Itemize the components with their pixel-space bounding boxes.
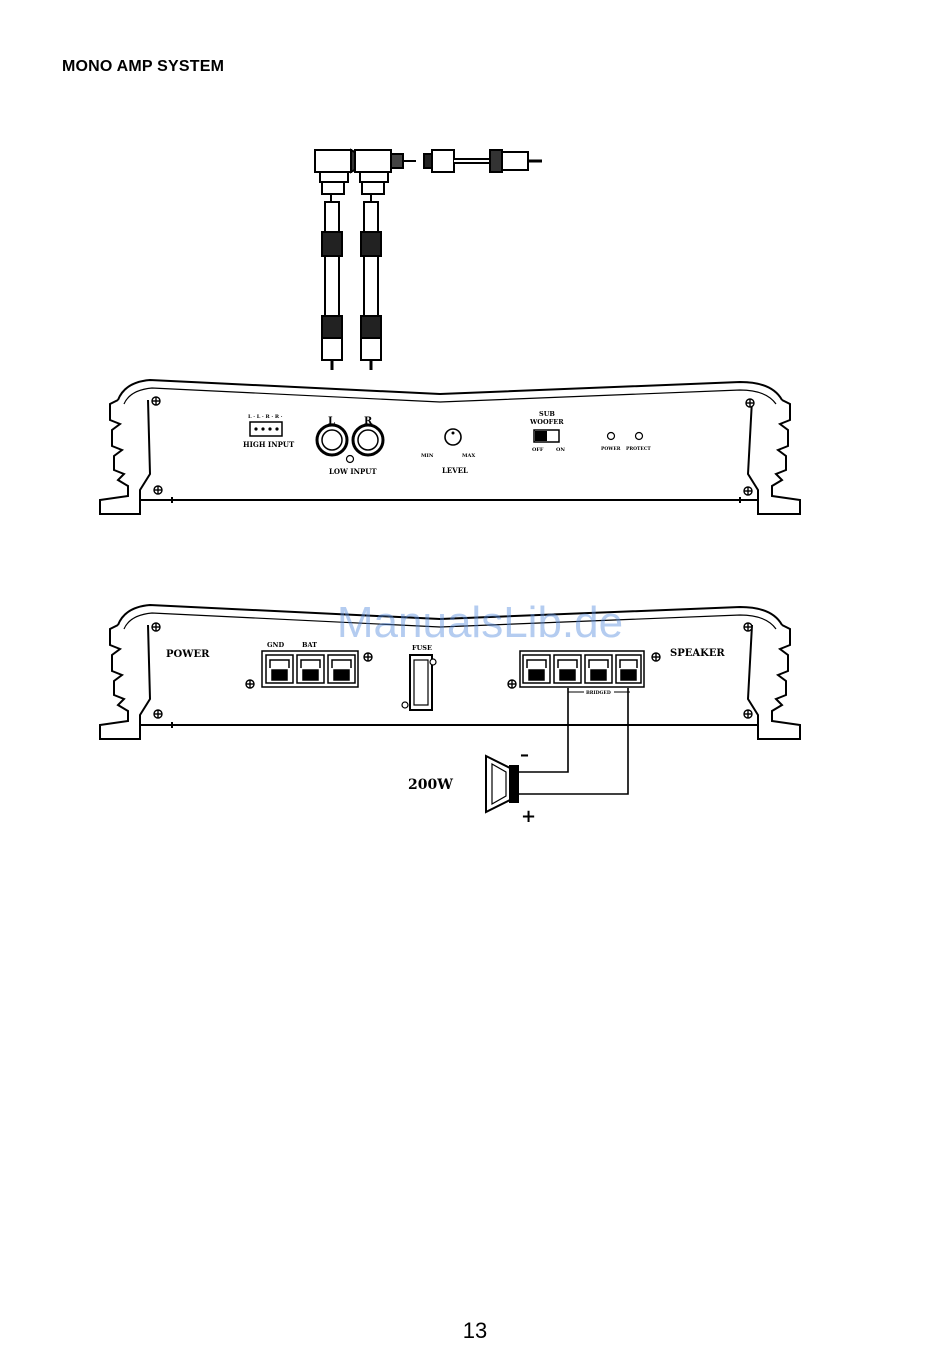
protect-led [636,433,643,440]
bridged-indicator: BRIDGED [568,690,630,696]
power-label: POWER [166,649,210,660]
screw-icon [152,397,160,405]
screw-icon [744,487,752,495]
screw-icon [154,710,162,718]
speaker-terminal-block [520,651,644,687]
rear-screws [152,623,752,718]
rca-cable-left [322,194,342,370]
rca-jack-left[interactable] [317,425,347,455]
level-min-label: MIN [421,453,434,459]
fuse-label: FUSE [412,644,432,652]
switch-off-label: OFF [532,447,544,453]
high-input-label: HIGH INPUT [243,440,295,449]
rca-y-adapter-cable [315,150,542,370]
gnd-label: GND [267,641,284,649]
rca-cable-right [361,194,381,370]
level-max-label: MAX [462,453,475,459]
screw-icon [746,399,754,407]
fuse-holder[interactable] [410,655,432,710]
high-input-connector: L · L · R · R · HIGH INPUT [243,414,295,449]
bridged-label: BRIDGED [586,690,611,696]
speaker-wattage-label: 200W [408,777,453,793]
rca-right-angle-plug-right [355,150,416,194]
power-led-label: POWER [601,446,621,452]
rca-inline-plug [424,150,542,172]
speaker-terminal-1[interactable] [523,655,550,683]
sub-woofer-label-line2: WOOFER [529,418,564,426]
amplifier-rear-housing [100,605,800,739]
level-label: LEVEL [442,466,468,475]
low-input-jacks: L R LOW INPUT [317,416,383,476]
screw-icon [402,702,408,708]
speaker-terminal-4[interactable] [616,655,641,683]
screw-icon [364,653,372,661]
bat-terminal[interactable] [297,655,324,683]
amplifier-front-panel: L · L · R · R · HIGH INPUT L R LOW INPUT [100,380,800,514]
sub-woofer-switch: SUB WOOFER OFF ON [529,410,565,453]
switch-on-label: ON [556,447,565,453]
speaker-terminal-3[interactable] [585,655,612,683]
amplifier-rear-panel: POWER GND BAT FUSE [100,605,800,739]
screw-icon [152,623,160,631]
screw-icon [154,486,162,494]
status-leds: POWER PROTECT [601,433,651,453]
screw-icon [246,680,254,688]
sub-woofer-toggle[interactable] [534,430,559,442]
level-knob[interactable] [445,429,461,445]
power-terminal-block [262,651,358,687]
screw-icon [508,680,516,688]
screw-icon [744,710,752,718]
bat-label: BAT [302,641,317,649]
screw-icon [430,659,436,665]
protect-led-label: PROTECT [626,446,651,452]
amplifier-front-housing [100,380,800,514]
level-control: MIN MAX LEVEL [421,429,475,475]
power-led [608,433,615,440]
speaker-wire-positive [518,688,628,794]
speaker-minus-label: – [520,744,529,765]
gnd-terminal[interactable] [266,655,293,683]
screw-icon [652,653,660,661]
low-input-label: LOW INPUT [329,467,377,476]
speaker-wires [518,688,628,794]
sub-woofer-label-line1: SUB [539,410,555,418]
low-input-indicator [347,456,354,463]
speaker-plus-label: + [521,806,536,827]
speaker-icon [486,756,518,812]
screw-icon [744,623,752,631]
speaker-terminal-2[interactable] [554,655,581,683]
rca-jack-right[interactable] [353,425,383,455]
page-number: 13 [0,1318,950,1344]
rem-terminal[interactable] [328,655,355,683]
speaker-label: SPEAKER [670,648,725,659]
high-input-pin-labels: L · L · R · R · [248,414,283,420]
